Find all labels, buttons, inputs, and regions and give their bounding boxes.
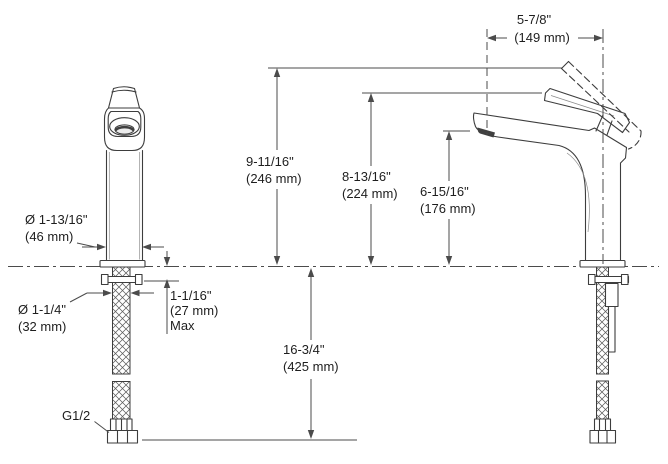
arrowhead-right <box>103 289 112 297</box>
arrowhead-left <box>487 34 496 42</box>
dim-shank-diameter: Ø 1-13/16" (46 mm) <box>25 212 164 251</box>
hole-dia-label-mm: (32 mm) <box>18 319 66 334</box>
hex-nut <box>106 429 139 444</box>
spout-opening-ring <box>109 117 140 136</box>
dim-spout-height: 6-15/16" (176 mm) <box>420 131 476 265</box>
deck-thickness-label-max: Max <box>170 318 195 333</box>
below-deck-label-mm: (425 mm) <box>283 359 339 374</box>
faucet-body-fill <box>106 149 143 261</box>
overall-height-label-mm: (246 mm) <box>246 171 302 186</box>
body-inner-curve <box>566 152 590 233</box>
fitting-thread-lines <box>598 418 607 432</box>
spout-height-label-in: 6-15/16" <box>420 184 469 199</box>
overall-height-label-in: 9-11/16" <box>246 154 294 169</box>
braided-hose-lower <box>112 381 131 420</box>
phantom-handle-tip-cap <box>560 60 570 70</box>
hex-nut-facets <box>116 429 129 444</box>
phantom-handle-top-edge <box>567 60 642 132</box>
arrowhead-down <box>307 430 315 439</box>
spout-reach-label-in: 5-7/8" <box>517 12 552 27</box>
braided-hose-lower <box>596 380 609 420</box>
side-view-faucet <box>472 60 642 268</box>
arrowhead-up <box>307 268 315 277</box>
deck-thickness-label-mm: (27 mm) <box>170 303 218 318</box>
dim-deck-thickness: 1-1/16" (27 mm) Max <box>163 251 218 334</box>
arrowhead-down <box>445 256 453 265</box>
handle-raised-phantom <box>560 60 642 150</box>
arrowhead-up <box>273 68 281 77</box>
arrowhead-down <box>273 256 281 265</box>
handle-top-cap <box>107 86 141 109</box>
arrowhead-left <box>130 289 140 297</box>
body-column-highlights <box>108 152 141 260</box>
dim-overall-height: 9-11/16" (246 mm) <box>246 68 302 265</box>
fitting-thread-lines <box>115 418 128 432</box>
dim-handle-height: 8-13/16" (224 mm) <box>342 93 398 265</box>
spout-body-outline <box>472 112 628 262</box>
arrowhead-up <box>367 93 375 102</box>
arrowhead-left <box>142 243 151 251</box>
hose-end-fitting <box>593 418 612 432</box>
spout-head-inner-face <box>107 110 142 138</box>
leader-line <box>69 292 88 303</box>
arrowhead-down <box>367 256 375 265</box>
arrowhead-right <box>594 34 603 42</box>
dim-below-deck: 16-3/4" (425 mm) <box>283 268 339 439</box>
spout-height-label-mm: (176 mm) <box>420 201 476 216</box>
braided-hose-upper <box>112 266 131 375</box>
aerator-tip-shading <box>477 127 495 138</box>
flange-tab-right <box>134 273 143 286</box>
handle-pivot-detail <box>595 114 613 136</box>
dim-spout-reach: 5-7/8" (149 mm) <box>487 12 603 45</box>
dim-hole-diameter: Ø 1-1/4" (32 mm) <box>18 289 154 334</box>
leader-line <box>76 242 96 248</box>
reference-lines <box>142 67 562 441</box>
flange-tab-left <box>100 273 109 286</box>
handle-height-label-in: 8-13/16" <box>342 169 391 184</box>
arrowhead-up <box>445 131 453 140</box>
mounting-stud-rod <box>607 305 616 353</box>
front-view-faucet <box>99 86 146 268</box>
phantom-handle-bottom-edge <box>560 67 630 133</box>
arrowhead-down <box>163 257 171 266</box>
hole-dia-label-in: Ø 1-1/4" <box>18 302 66 317</box>
handle-cap-rim <box>111 89 137 93</box>
body-column-edges <box>105 149 144 262</box>
flange-tab-left <box>587 273 596 286</box>
handle-height-label-mm: (224 mm) <box>342 186 398 201</box>
thread-leader-line <box>94 421 110 433</box>
hex-nut-facets <box>597 429 608 444</box>
deck-thickness-label-in: 1-1/16" <box>170 288 212 303</box>
hex-nut <box>589 429 617 444</box>
side-view-below-deck <box>587 266 630 444</box>
flange-tab-right <box>620 273 629 286</box>
handle-lever <box>543 87 631 134</box>
shank-dia-label-mm: (46 mm) <box>25 229 73 244</box>
thread-label: G1/2 <box>62 408 90 423</box>
base-plate <box>99 259 146 268</box>
phantom-handle-end-arc <box>627 130 642 150</box>
mounting-stud-nut <box>604 282 619 308</box>
below-deck-label-in: 16-3/4" <box>283 342 325 357</box>
spout-reach-label-mm: (149 mm) <box>514 30 570 45</box>
shank-dia-label-in: Ø 1-13/16" <box>25 212 88 227</box>
handle-accent-line <box>550 95 615 117</box>
aerator-shading <box>114 125 135 132</box>
arrowhead-right <box>97 243 106 251</box>
arrowhead-up <box>163 279 171 288</box>
front-view-below-deck: G1/2 <box>62 266 143 444</box>
